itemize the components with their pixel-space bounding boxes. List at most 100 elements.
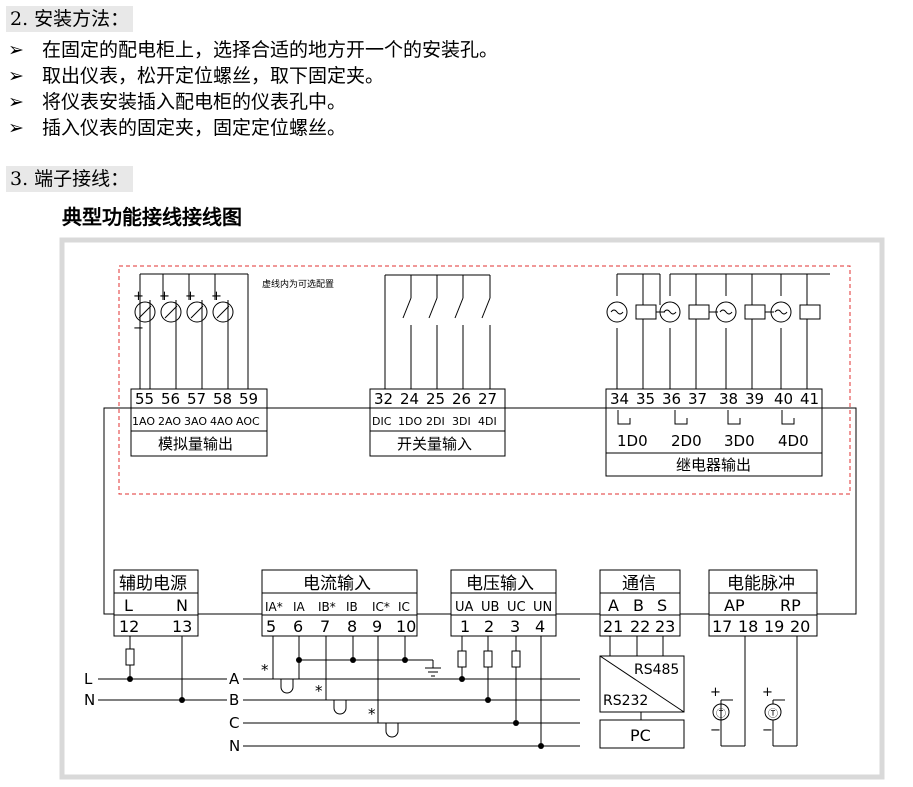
bullet-text: 在固定的配电柜上，选择合适的地方开一个的安装孔。 [42, 39, 499, 61]
block-title: 辅助电源 [119, 574, 187, 594]
terminal-number: 19 [764, 617, 784, 636]
aux-power-block: 辅助电源 L N 12 13 [113, 569, 199, 637]
terminal-number: 3 [510, 617, 520, 636]
terminal-number: 27 [478, 390, 497, 408]
terminal-number: 35 [636, 390, 655, 408]
minus-sign: − [710, 723, 721, 738]
terminal-number: 8 [347, 617, 357, 636]
terminal-number: 26 [452, 390, 471, 408]
bullet-arrow-icon: ➢ [8, 117, 24, 139]
terminal-label: AOC [236, 415, 260, 428]
rs485-label: RS485 [634, 662, 679, 678]
terminal-label: L [124, 596, 133, 615]
terminal-number: 18 [738, 617, 758, 636]
terminal-number: 41 [800, 390, 819, 408]
terminal-number: 57 [187, 390, 206, 408]
terminal-number: 9 [372, 617, 382, 636]
current-input-block: 电流输入 IA* IA IB* IB IC* IC 5 6 7 8 9 10 [261, 569, 418, 637]
terminal-number: 4 [535, 617, 545, 636]
block-title: 继电器输出 [676, 456, 751, 474]
terminal-number: 1 [460, 617, 470, 636]
terminal-number: 7 [320, 617, 330, 636]
voltage-input-block: 电压输入 UA UB UC UN 1 2 3 4 [450, 569, 557, 637]
block-title: 开关量输入 [397, 435, 472, 453]
bullet-text: 取出仪表，松开定位螺丝，取下固定夹。 [42, 65, 385, 87]
junction-dots [127, 657, 544, 749]
terminal-label: 3AO [184, 415, 207, 428]
bullet-item: ➢ 将仪表安装插入配电柜的仪表孔中。 [8, 89, 346, 115]
analog-output-block: 55 56 57 58 59 1AO 2AO 3AO 4AO AOC 模拟量输出 [130, 273, 268, 457]
terminal-label: 3DI [452, 415, 471, 428]
plus-sign: + [211, 289, 222, 304]
terminal-number: 37 [688, 390, 707, 408]
pulse-symbol: Ⓣ [716, 708, 726, 720]
phase-label: C [229, 714, 239, 732]
diagram-title: 典型功能接线接线图 [62, 205, 242, 229]
block-title: 通信 [622, 574, 656, 594]
line-label: N [84, 691, 95, 709]
terminal-number: 34 [610, 390, 629, 408]
phase-label: A [229, 670, 240, 688]
pc-label: PC [630, 726, 651, 745]
bullet-item: ➢ 取出仪表，松开定位螺丝，取下固定夹。 [8, 63, 384, 89]
bullet-arrow-icon: ➢ [8, 65, 24, 87]
relay-label: 4D0 [778, 432, 809, 450]
bullet-arrow-icon: ➢ [8, 91, 24, 113]
terminal-label: S [657, 596, 667, 615]
phase-label: N [229, 737, 240, 755]
terminal-number: 12 [119, 617, 139, 636]
section-2-heading: 2. 安装方法： [6, 6, 134, 32]
terminal-label: DIC [372, 415, 392, 428]
star-mark: * [261, 661, 269, 679]
line-label: L [84, 670, 93, 688]
terminal-number: 56 [161, 390, 180, 408]
star-mark: * [368, 705, 376, 723]
switch-input-block: 32 24 25 26 27 DIC 1DO 2DI 3DI 4DI 开关量输入 [369, 274, 506, 457]
block-title: 电能脉冲 [727, 574, 795, 594]
relay-output-block: 34 35 36 37 38 39 40 41 1D0 2D0 3D0 4D0 … [605, 273, 830, 477]
terminal-number: 22 [630, 617, 650, 636]
terminal-label: UN [533, 600, 552, 615]
relay-label: 1D0 [617, 432, 648, 450]
diagram-frame [59, 237, 885, 780]
phase-label: B [229, 691, 239, 709]
optional-area [118, 265, 851, 495]
terminal-number: 38 [719, 390, 738, 408]
optional-note: 虚线内为可选配置 [262, 278, 334, 290]
bullet-item: ➢ 在固定的配电柜上，选择合适的地方开一个的安装孔。 [8, 37, 498, 63]
comm-block: 通信 A B S 21 22 23 [599, 569, 681, 637]
terminal-number: 25 [426, 390, 445, 408]
terminal-number: 23 [655, 617, 675, 636]
terminal-label: 1AO [132, 415, 155, 428]
terminal-label: IA [293, 600, 306, 614]
plus-sign: + [762, 685, 773, 700]
minus-sign: − [133, 321, 144, 336]
terminal-number: 13 [172, 617, 192, 636]
pulse-symbol: Ⓣ [768, 708, 778, 720]
terminal-number: 59 [239, 390, 258, 408]
terminal-label: 4DI [478, 415, 497, 428]
terminal-label: 2DI [426, 415, 445, 428]
relay-label: 3D0 [724, 432, 755, 450]
pulse-block: 电能脉冲 AP RP 17 18 19 20 [708, 569, 818, 637]
terminal-number: 24 [400, 390, 419, 408]
terminal-number: 17 [712, 617, 732, 636]
terminal-label: UA [455, 600, 474, 615]
terminal-label: IA* [265, 600, 283, 614]
terminal-number: 39 [745, 390, 764, 408]
plus-sign: + [710, 685, 721, 700]
minus-sign: − [762, 723, 773, 738]
terminal-number: 20 [790, 617, 810, 636]
bullet-arrow-icon: ➢ [8, 39, 24, 61]
terminal-label: UC [507, 600, 526, 615]
star-mark: * [315, 682, 323, 700]
plus-sign: + [185, 289, 196, 304]
terminal-number: 10 [396, 617, 416, 636]
terminal-number: 36 [662, 390, 681, 408]
bottom-wiring [98, 636, 798, 749]
terminal-label: IC [398, 600, 410, 614]
terminal-label: A [608, 596, 619, 615]
bullet-text: 将仪表安装插入配电柜的仪表孔中。 [42, 91, 347, 113]
terminal-label: B [633, 596, 644, 615]
